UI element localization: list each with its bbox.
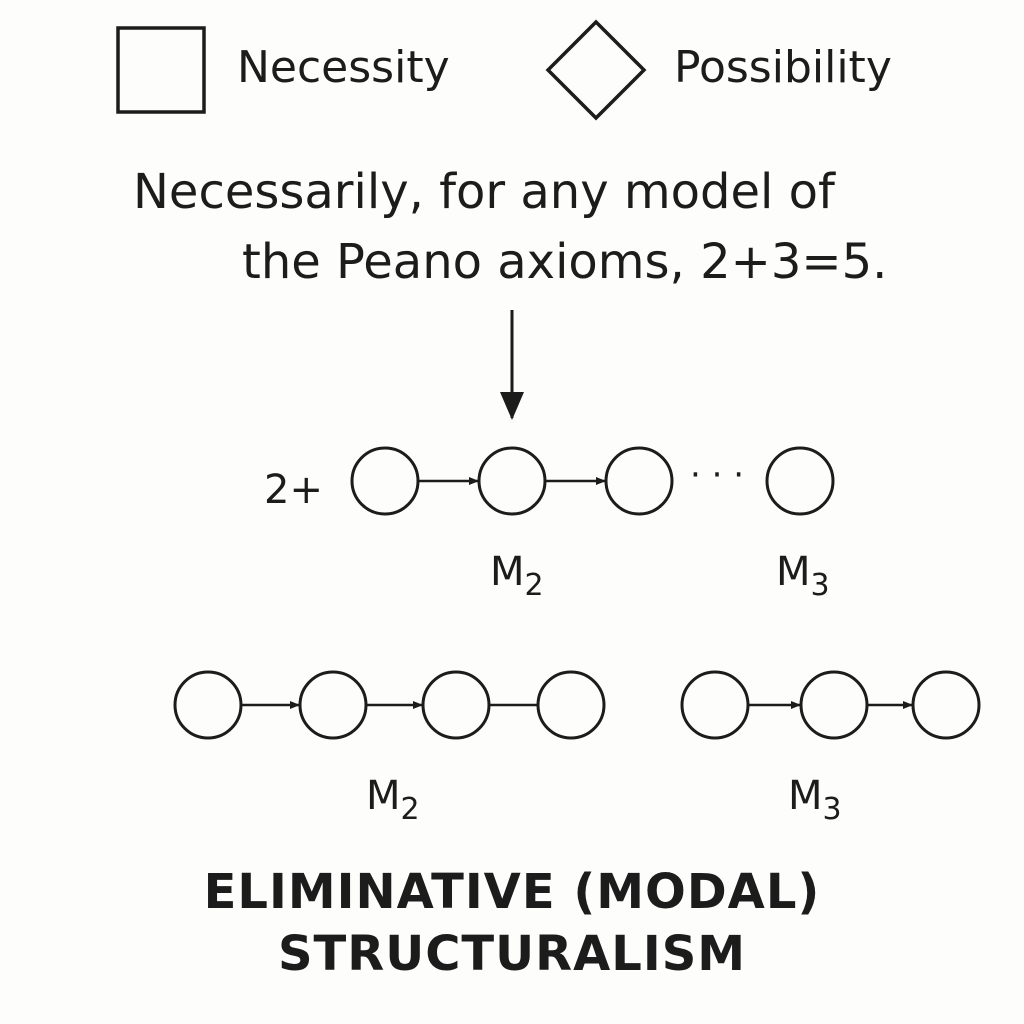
box-icon: [116, 26, 206, 114]
upper-label-m3: M3: [776, 552, 830, 601]
down-arrow-head: [500, 392, 524, 420]
lower-label-m2: M2: [366, 776, 420, 825]
upper-node-1: [350, 446, 420, 516]
upper-label-m3-sub: 3: [810, 568, 830, 603]
title-line-2: STRUCTURALISM: [277, 926, 747, 982]
upper-label-m3-base: M: [776, 549, 811, 595]
upper-label-m2: M2: [490, 552, 544, 601]
upper-node-2: [477, 446, 547, 516]
lower-left-node-1: [173, 670, 243, 740]
lower-label-m3-sub: 3: [822, 792, 842, 827]
statement-line-1: Necessarily, for any model of: [133, 164, 835, 220]
lower-left-node-2: [298, 670, 368, 740]
legend-necessity-label: Necessity: [237, 42, 450, 93]
legend-possibility-label: Possibility: [674, 42, 892, 93]
lower-right-node-3: [911, 670, 981, 740]
lower-left-node-4: [536, 670, 606, 740]
upper-label-m2-sub: 2: [524, 568, 544, 603]
upper-label-m2-base: M: [490, 549, 525, 595]
upper-sequence-prefix: 2+: [264, 467, 323, 513]
lower-right-node-1: [680, 670, 750, 740]
diamond-icon: [545, 19, 647, 121]
upper-node-3: [604, 446, 674, 516]
lower-label-m2-sub: 2: [400, 792, 420, 827]
upper-sequence-ellipsis: · · ·: [690, 455, 745, 495]
lower-label-m3: M3: [788, 776, 842, 825]
title-line-1: ELIMINATIVE (MODAL): [203, 864, 821, 920]
upper-node-4: [765, 446, 835, 516]
statement-line-2: the Peano axioms, 2+3=5.: [242, 234, 888, 290]
lower-left-node-3: [421, 670, 491, 740]
lower-label-m3-base: M: [788, 773, 823, 819]
lower-right-node-2: [799, 670, 869, 740]
lower-label-m2-base: M: [366, 773, 401, 819]
